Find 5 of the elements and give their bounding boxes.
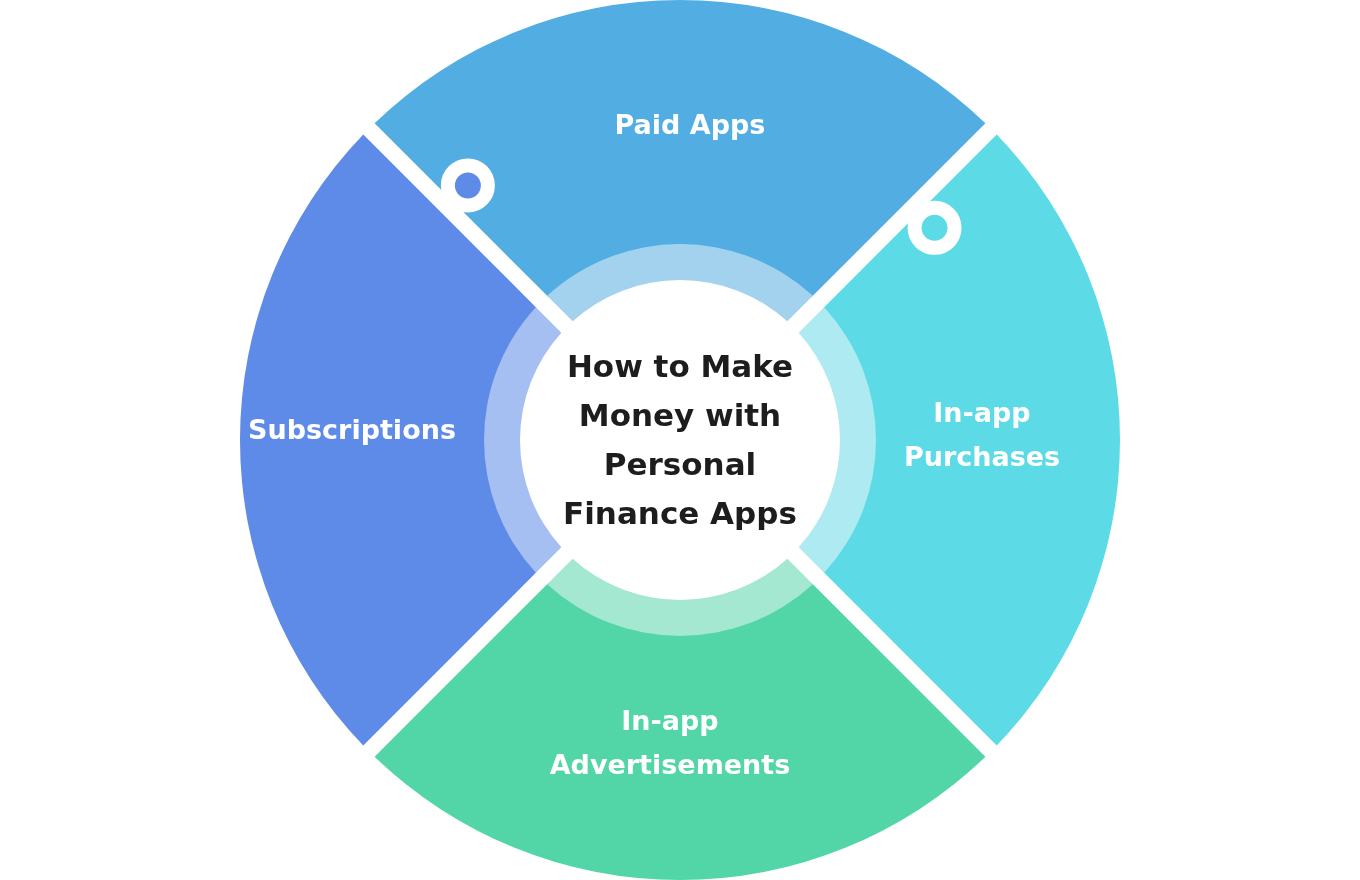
center-title: How to Make Money with Personal Finance Apps	[562, 347, 798, 533]
segment-label: Paid Apps	[613, 108, 767, 142]
segment-label: In-app Advertisements	[548, 704, 792, 782]
segment-label: In-app Purchases	[902, 396, 1062, 474]
segment-label: Subscriptions	[247, 413, 457, 447]
